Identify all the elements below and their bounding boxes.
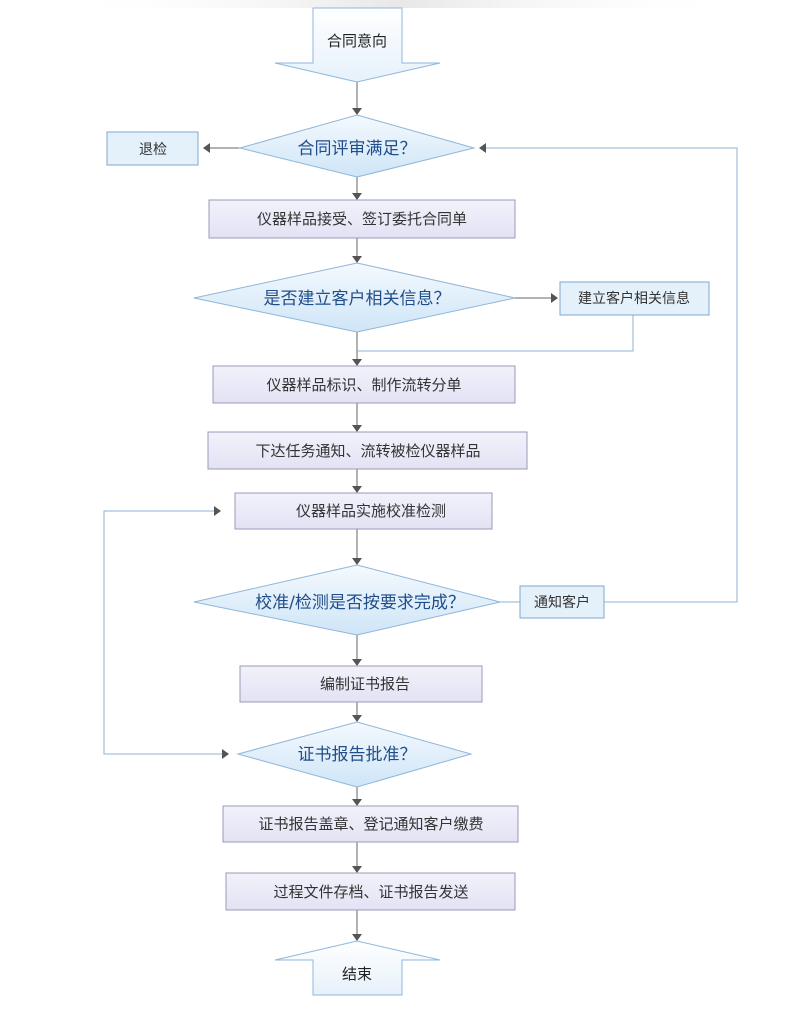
create-customer-info-box: 建立客户相关信息 [559,281,710,316]
process-perform-calibration: 仪器样品实施校准检测 [234,492,493,530]
decision-calibration-done: 校准/检测是否按要求完成？ [193,564,501,636]
process-label-transfer-label: 仪器样品标识、制作流转分单 [266,376,461,394]
start-terminal: 合同意向 [274,7,441,83]
arrow-left-icon [479,143,486,153]
return-box: 退检 [106,131,199,166]
arrow-down-icon [352,558,362,565]
process-compile-report-label: 编制证书报告 [320,675,410,693]
decision-report-approved-label: 证书报告批准？ [298,745,417,765]
create-customer-info-label: 建立客户相关信息 [578,290,690,307]
arrow-down-icon [352,934,362,941]
decision-contract-review-label: 合同评审满足？ [298,139,417,159]
process-receive-sign-label: 仪器样品接受、签订委托合同单 [257,210,467,228]
top-shadow [60,0,740,8]
return-label: 退检 [139,142,167,158]
process-label-transfer: 仪器样品标识、制作流转分单 [212,365,516,404]
decision-customer-info: 是否建立客户相关信息？ [193,262,516,333]
arrow-down-icon [352,799,362,806]
arrow-down-icon [352,486,362,493]
process-stamp-register: 证书报告盖章、登记通知客户缴费 [222,805,519,843]
process-archive-send: 过程文件存档、证书报告发送 [225,872,516,911]
end-terminal: 结束 [274,940,441,996]
loop-arrows [214,143,486,759]
decision-customer-info-label: 是否建立客户相关信息？ [264,289,451,309]
arrow-right-icon [551,293,558,303]
arrow-down-icon [352,659,362,666]
process-archive-send-label: 过程文件存档、证书报告发送 [273,883,468,901]
process-assign-task-label: 下达任务通知、流转被检仪器样品 [255,442,480,460]
process-perform-calibration-label: 仪器样品实施校准检测 [296,502,446,520]
arrow-down-icon [352,359,362,366]
decision-report-approved: 证书报告批准？ [236,721,473,788]
arrow-down-icon [352,715,362,722]
notify-customer-box: 通知客户 [519,585,605,619]
arrow-down-icon [352,425,362,432]
decision-calibration-done-label: 校准/检测是否按要求完成？ [255,593,465,613]
arrow-down-icon [352,256,362,263]
arrow-right-icon [222,749,229,759]
connectors [203,81,558,941]
process-assign-task: 下达任务通知、流转被检仪器样品 [207,431,528,470]
start-label: 合同意向 [327,32,387,50]
process-receive-sign: 仪器样品接受、签订委托合同单 [208,199,516,239]
process-stamp-register-label: 证书报告盖章、登记通知客户缴费 [258,815,483,833]
arrow-down-icon [352,866,362,873]
decision-contract-review: 合同评审满足？ [238,114,476,178]
arrow-left-icon [203,143,210,153]
notify-customer-label: 通知客户 [534,594,590,611]
arrow-down-icon [352,108,362,115]
loop-lines [103,147,738,755]
arrow-right-icon [214,506,221,516]
end-label: 结束 [342,965,372,983]
arrow-down-icon [352,193,362,200]
process-compile-report: 编制证书报告 [239,665,483,703]
